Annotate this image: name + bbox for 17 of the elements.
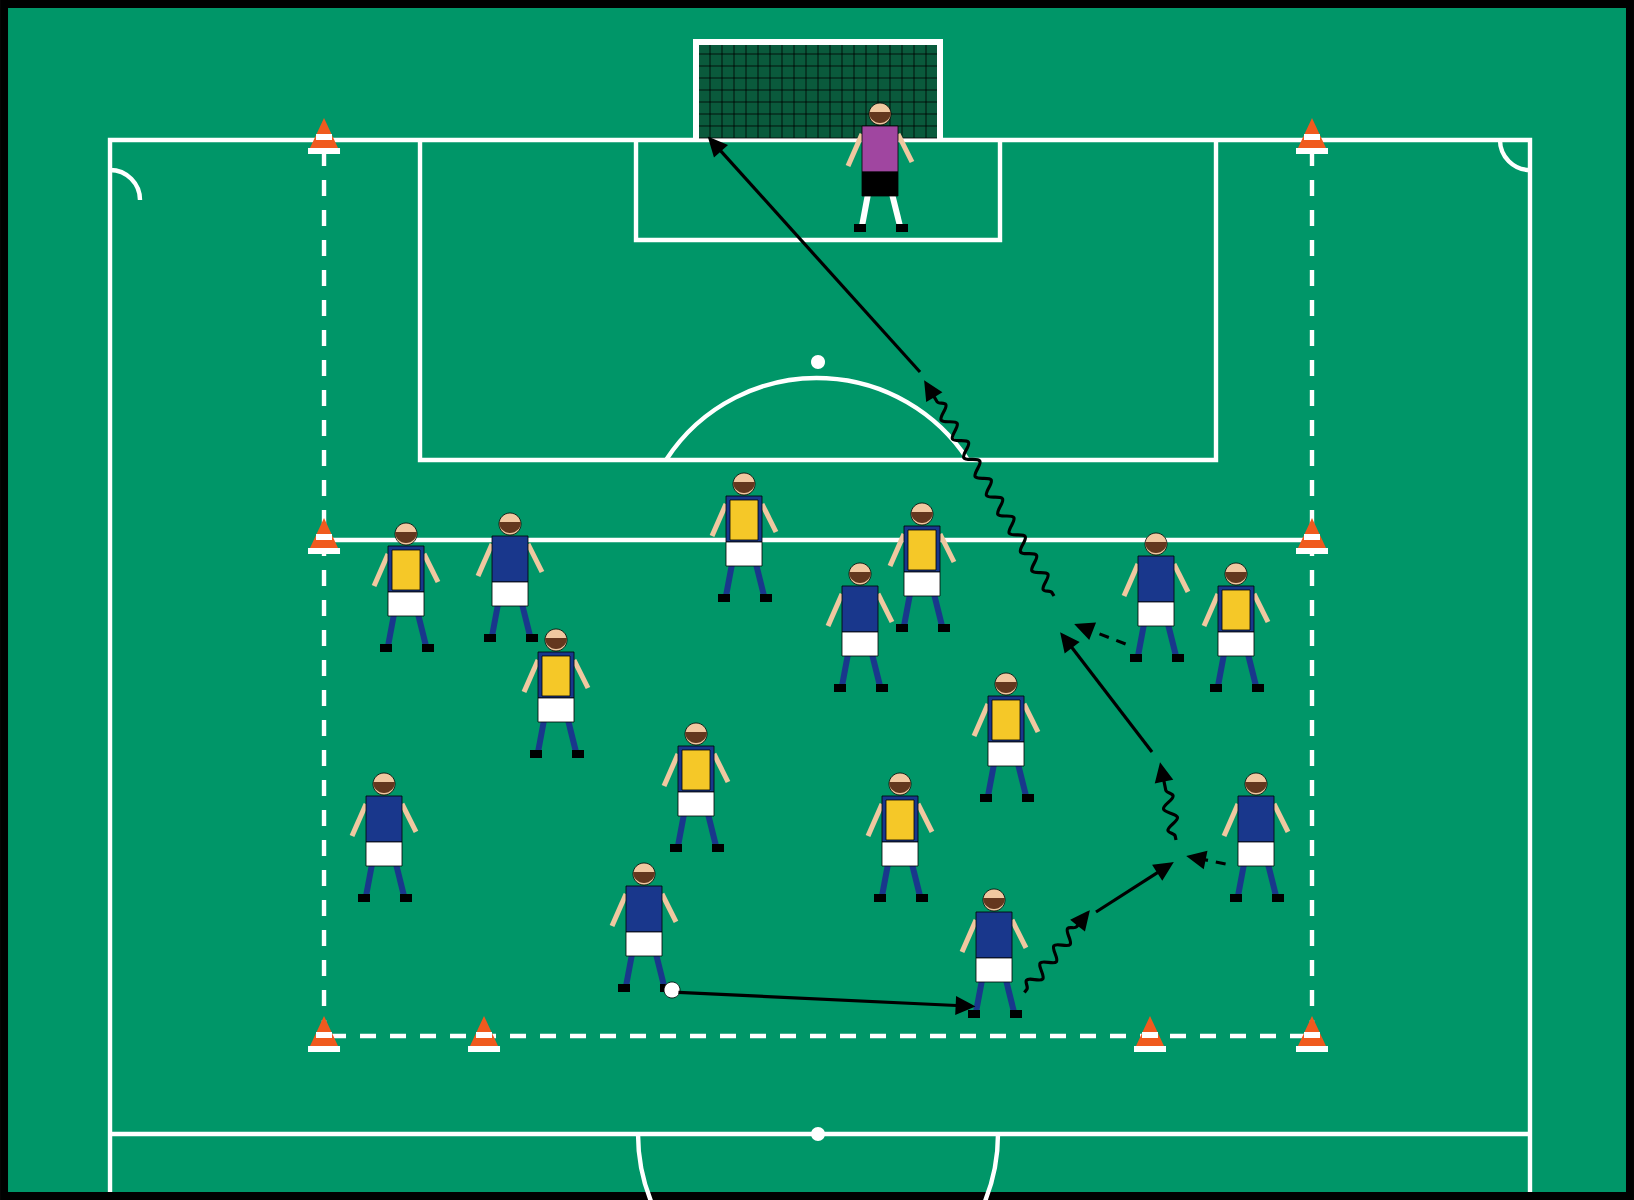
- player-figure: [349, 772, 419, 902]
- player-figure: [865, 772, 935, 902]
- player-figure: [845, 102, 915, 232]
- player-figure: [887, 502, 957, 632]
- player-figure: [521, 628, 591, 758]
- player-figure: [661, 722, 731, 852]
- player-figure: [825, 562, 895, 692]
- player-figure: [709, 472, 779, 602]
- player-figure: [371, 522, 441, 652]
- player-figure: [475, 512, 545, 642]
- player-figure: [971, 672, 1041, 802]
- player-figure: [609, 862, 681, 999]
- player-figure: [1221, 772, 1291, 902]
- player-figure: [959, 888, 1029, 1018]
- goal-drawing: [693, 39, 943, 140]
- player-figure: [1121, 532, 1191, 662]
- player-figure: [1201, 562, 1271, 692]
